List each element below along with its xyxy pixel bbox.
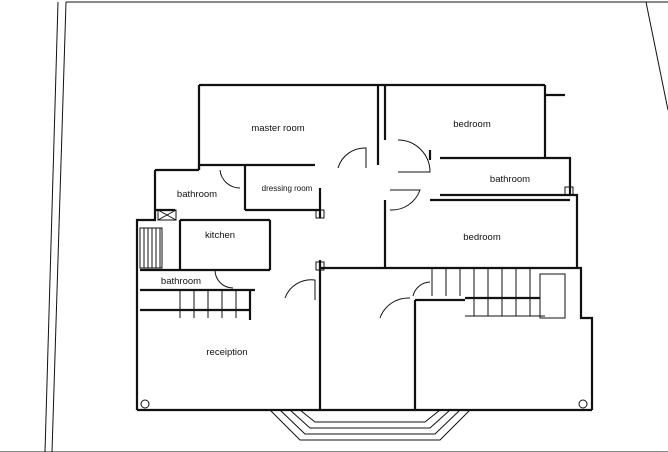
door-swings bbox=[214, 139, 431, 319]
label-bathroom-right: bathroom bbox=[490, 174, 530, 185]
label-bathroom-lower: bathroom bbox=[161, 276, 201, 287]
exterior-walls bbox=[135, 83, 594, 412]
label-bedroom-mid: bedroom bbox=[463, 232, 501, 243]
label-dressing-room: dressing room bbox=[262, 184, 313, 193]
stairs-right bbox=[431, 268, 566, 319]
stairs-left bbox=[139, 227, 237, 318]
label-bathroom-left: bathroom bbox=[177, 189, 217, 200]
label-master-room: master room bbox=[251, 123, 304, 134]
entrance-steps bbox=[269, 409, 471, 441]
label-kitchen: kitchen bbox=[205, 230, 235, 241]
details bbox=[140, 186, 588, 409]
interior-walls bbox=[140, 85, 570, 410]
label-reception: receiption bbox=[206, 347, 247, 358]
label-bedroom-top: bedroom bbox=[453, 119, 491, 130]
